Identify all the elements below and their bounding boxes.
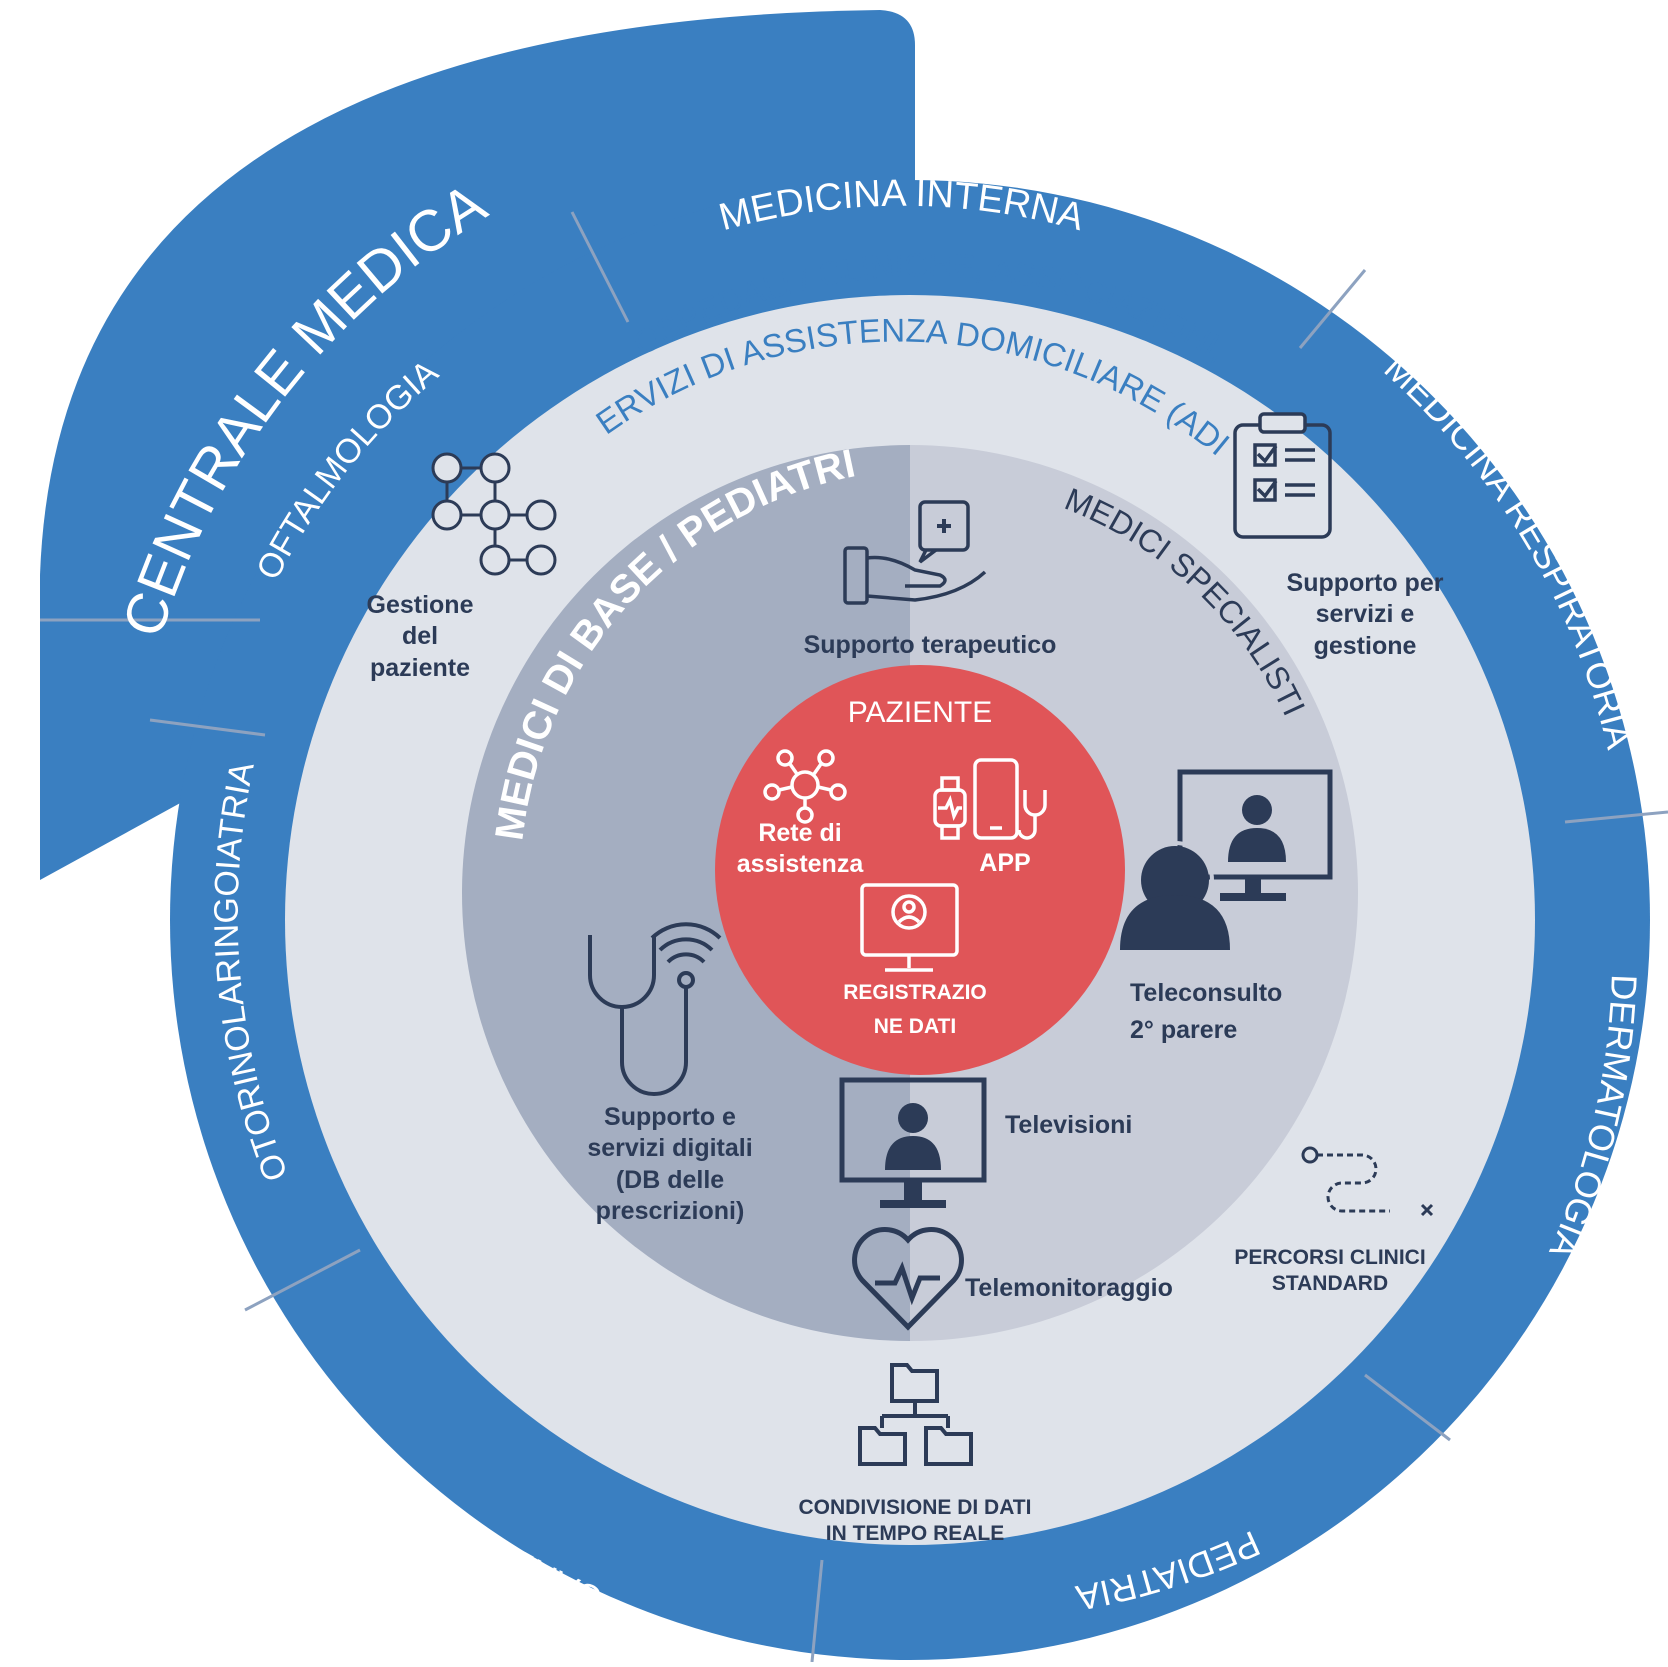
app-label: APP — [979, 849, 1031, 877]
percorsi-clinici-label: PERCORSI CLINICI STANDARD — [1215, 1245, 1445, 1298]
inner-right-half — [910, 445, 1358, 1341]
telemonitoraggio-label: Telemonitoraggio — [965, 1274, 1173, 1302]
condivisione-line-1: CONDIVISIONE DI DATI — [798, 1496, 1032, 1519]
percorsi-line-1: PERCORSI CLINICI — [1234, 1246, 1426, 1269]
center-title: PAZIENTE — [848, 696, 992, 729]
outer-ring-dividers — [40, 211, 1668, 1663]
supporto-servizi-label: Supporto per servizi e gestione — [1265, 568, 1465, 662]
condivisione-line-2: IN TEMPO REALE — [825, 1522, 1005, 1546]
supporto-digitali-line-3: (DB delle — [615, 1165, 725, 1194]
supporto-servizi-line-2: servizi e — [1315, 600, 1415, 629]
gestione-line-1: Gestione — [366, 591, 474, 619]
supporto-digitali-line-1: Supporto e — [604, 1103, 736, 1131]
gestione-line-2: del — [401, 622, 439, 651]
registrazione-line-2: NE DATI — [873, 1015, 957, 1039]
app-devices-icon — [933, 758, 1047, 840]
folder-tree-icon — [858, 1363, 973, 1466]
patient-network-icon — [431, 452, 557, 576]
supporto-terapeutico-label: Supporto terapeutico — [803, 631, 1057, 659]
care-network-icon — [763, 749, 847, 824]
condivisione-dati-label: CONDIVISIONE DI DATI IN TEMPO REALE — [765, 1495, 1065, 1548]
supporto-digitali-line-2: servizi digitali — [587, 1134, 753, 1163]
registrazione-line-1: REGISTRAZIO — [843, 981, 987, 1004]
teleconsulto-line-2: 2° parere — [1130, 1016, 1238, 1045]
rete-line-1: Rete di — [758, 819, 842, 847]
registrazione-dati-label: REGISTRAZIO NE DATI — [820, 980, 1010, 1041]
televisioni-label: Televisioni — [1005, 1111, 1133, 1139]
supporto-digitali-label: Supporto e servizi digitali (DB delle pr… — [555, 1102, 785, 1227]
clinical-path-icon — [1301, 1146, 1434, 1217]
therapeutic-hand-icon — [843, 500, 987, 605]
inner-left-half — [462, 445, 910, 1341]
tele-doctor-monitor-icon — [839, 1077, 987, 1208]
rete-assistenza-label: Rete di assistenza — [725, 818, 875, 881]
supporto-digitali-line-4: prescrizioni) — [595, 1196, 745, 1225]
wireless-stethoscope-icon — [588, 922, 722, 1096]
data-registration-monitor-icon — [860, 883, 959, 972]
heart-pulse-icon — [852, 1227, 964, 1331]
teleconsulto-line-1: Teleconsulto — [1130, 979, 1283, 1007]
supporto-servizi-line-1: Supporto per — [1286, 569, 1444, 597]
gestione-del-paziente-label: Gestione del paziente — [340, 590, 500, 684]
teleconsultation-icon — [1120, 769, 1333, 950]
percorsi-line-2: STANDARD — [1271, 1272, 1389, 1296]
teleconsulto-label: Teleconsulto 2° parere — [1130, 978, 1290, 1047]
supporto-servizi-line-3: gestione — [1313, 631, 1417, 660]
gestione-line-3: paziente — [369, 653, 471, 682]
rete-line-2: assistenza — [736, 850, 864, 879]
clipboard-checklist-icon — [1233, 412, 1332, 539]
